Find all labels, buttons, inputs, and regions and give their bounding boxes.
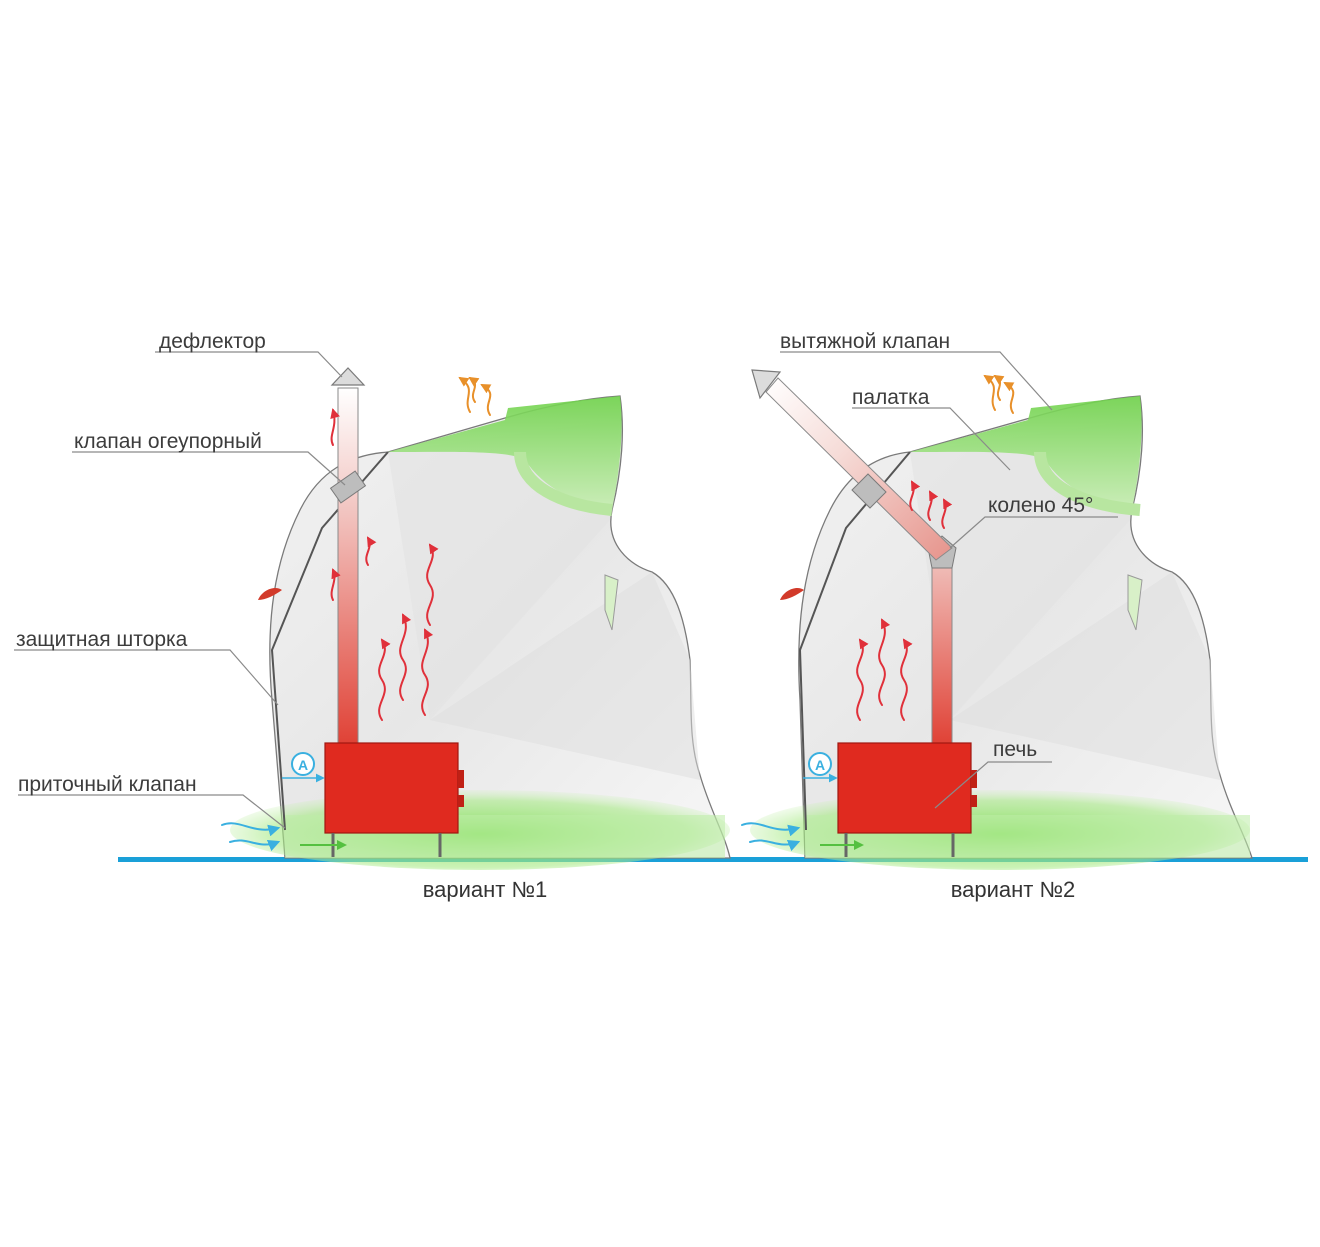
variant1-leader-curtain — [14, 649, 279, 706]
variant2-exhaust-flow — [1003, 382, 1015, 414]
variant1-exhaust-flow — [480, 384, 492, 416]
variant2-label-stove: печь — [993, 738, 1037, 761]
variant2-tent-shade-plane-2 — [950, 572, 1220, 780]
variant1-exhaust-flow — [458, 376, 471, 413]
variant2-leader-elbow — [949, 516, 1118, 549]
variant1-fire-valve — [329, 470, 367, 504]
variant2-roof-arc — [1034, 451, 1141, 516]
variant1-leader-supply-valve — [18, 794, 286, 829]
variant1-heat-wave — [378, 638, 391, 721]
variant1-heat-wave — [426, 543, 439, 626]
variant2-angled-pipe — [765, 377, 953, 561]
variant1-chimney-pipe — [337, 387, 359, 745]
variant1-label-fire-valve: клапан огеупорный — [74, 430, 262, 453]
variant2-side-vent — [1127, 574, 1143, 631]
variant1-caption: вариант №1 — [423, 877, 548, 902]
variant2-inflow-arrow — [741, 822, 801, 837]
variant1-stove-door — [458, 770, 464, 788]
variant2-deflector-icon — [751, 369, 782, 400]
variant1-side-vent — [604, 574, 619, 631]
variant2-label-exhaust-valve: вытяжной клапан — [780, 330, 950, 353]
variant1-distance-label: A — [298, 757, 308, 773]
variant2-stove — [837, 742, 972, 834]
variant2-tie-icon — [780, 588, 804, 600]
variant1-label-deflector: дефлектор — [159, 330, 266, 353]
variant2-heat-wave — [927, 490, 939, 521]
variant1-heat-wave — [421, 628, 434, 716]
variant1-roof-arc — [514, 451, 613, 516]
variant1-label-protective-curtain: защитная шторка — [16, 628, 188, 651]
variant2-group: A вытяжной клапан палатка колено 45° печ… — [741, 330, 1253, 902]
variant2-heat-wave — [900, 638, 913, 721]
variant1-heat-wave — [330, 568, 341, 601]
variant1-leader-deflector — [155, 351, 343, 378]
variant2-heat-wave — [909, 480, 921, 511]
variant1-tent-shade-plane-2 — [430, 572, 700, 780]
variant1-exhaust-flow — [468, 376, 480, 403]
variant2-chimney-pipe — [931, 559, 953, 745]
variant2-leader-stove — [934, 761, 1052, 809]
variant2-heat-wave — [856, 638, 869, 721]
variant1-heat-wave — [399, 613, 412, 701]
variant2-inflow-arrow — [749, 839, 801, 852]
ground-line — [118, 857, 1308, 862]
variant2-stove-door — [971, 770, 977, 788]
variant1-inflow-arrow — [221, 822, 281, 837]
variant2-label-tent: палатка — [852, 386, 930, 409]
variant1-tie-icon — [258, 588, 282, 600]
variant2-leader-exhaust-valve — [780, 351, 1053, 411]
variant2-caption: вариант №2 — [951, 877, 1076, 902]
variant1-deflector-icon — [330, 367, 366, 386]
variant1-label-supply-valve: приточный клапан — [18, 773, 197, 796]
variant2-distance-badge — [808, 752, 832, 776]
variant2-heat-wave — [878, 618, 891, 706]
variant2-leader-tent — [852, 407, 1011, 471]
variant2-exhaust-flow — [983, 374, 996, 411]
variant2-label-elbow: колено 45° — [988, 494, 1093, 517]
variant1-distance-badge — [291, 752, 315, 776]
variant2-roof-panel — [910, 396, 1142, 510]
variant2-heat-wave — [941, 498, 953, 529]
variant1-stove-handle — [458, 795, 464, 807]
variant1-stove — [324, 742, 459, 834]
variant1-leader-fire-valve — [72, 451, 346, 486]
variant1-group: A дефлектор клапан огеупорный защитная ш… — [14, 330, 731, 902]
variant1-inflow-arrow — [229, 839, 281, 852]
variant1-roof-panel — [388, 396, 622, 510]
variant2-exhaust-flow — [993, 374, 1005, 401]
variant2-fire-valve — [851, 473, 887, 509]
variant2-distance-label: A — [815, 757, 825, 773]
variant1-heat-wave — [330, 408, 340, 446]
variant1-heat-wave — [365, 536, 377, 566]
variant2-stove-handle — [971, 795, 977, 807]
